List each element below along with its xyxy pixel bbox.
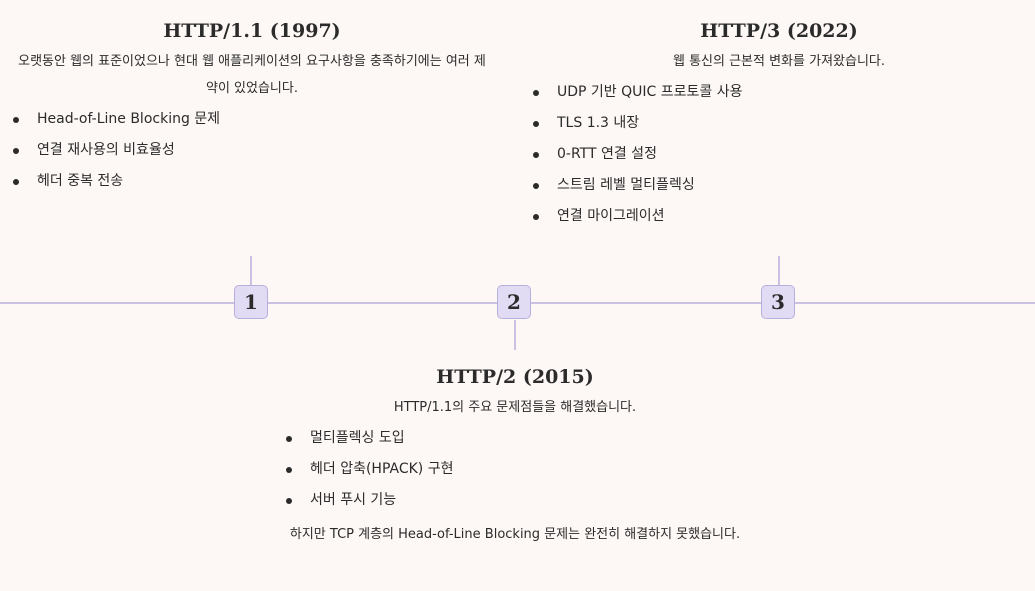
event-note: 하지만 TCP 계층의 Head-of-Line Blocking 문제는 완전… [289,527,741,542]
list-item: 스트림 레벨 멀티플렉싱 [532,170,1026,201]
event-feature-list: Head-of-Line Blocking 문제 연결 재사용의 비효율성 헤더… [12,104,492,197]
event-feature-list: UDP 기반 QUIC 프로토콜 사용 TLS 1.3 내장 0-RTT 연결 … [532,77,1026,232]
connector-2 [514,320,516,350]
list-item: 헤더 중복 전송 [12,166,492,197]
event-card-http2: HTTP/2 (2015) HTTP/1.1의 주요 문제점들을 해결했습니다.… [275,366,755,548]
list-item: UDP 기반 QUIC 프로토콜 사용 [532,77,1026,108]
event-card-http11: HTTP/1.1 (1997) 오랫동안 웹의 표준이었으나 현대 웹 애플리케… [12,20,492,197]
marker-1: 1 [234,285,268,319]
connector-3 [778,256,780,286]
list-item: 연결 마이그레이션 [532,201,1026,232]
list-item: 서버 푸시 기능 [285,485,755,516]
event-title: HTTP/3 (2022) [700,20,858,42]
list-item: Head-of-Line Blocking 문제 [12,104,492,135]
marker-2: 2 [497,285,531,319]
event-description: 웹 통신의 근본적 변화를 가져왔습니다. [672,54,886,69]
event-description: 오랫동안 웹의 표준이었으나 현대 웹 애플리케이션의 요구사항을 충족하기에는… [18,54,486,96]
event-title: HTTP/2 (2015) [436,366,594,388]
event-feature-list: 멀티플렉싱 도입 헤더 압축(HPACK) 구현 서버 푸시 기능 [285,423,755,516]
list-item: TLS 1.3 내장 [532,108,1026,139]
connector-1 [250,256,252,286]
list-item: 헤더 압축(HPACK) 구현 [285,454,755,485]
event-title: HTTP/1.1 (1997) [163,20,341,42]
list-item: 0-RTT 연결 설정 [532,139,1026,170]
event-card-http3: HTTP/3 (2022) 웹 통신의 근본적 변화를 가져왔습니다. UDP … [532,20,1026,232]
event-description: HTTP/1.1의 주요 문제점들을 해결했습니다. [393,400,637,415]
list-item: 멀티플렉싱 도입 [285,423,755,454]
list-item: 연결 재사용의 비효율성 [12,135,492,166]
marker-3: 3 [761,285,795,319]
